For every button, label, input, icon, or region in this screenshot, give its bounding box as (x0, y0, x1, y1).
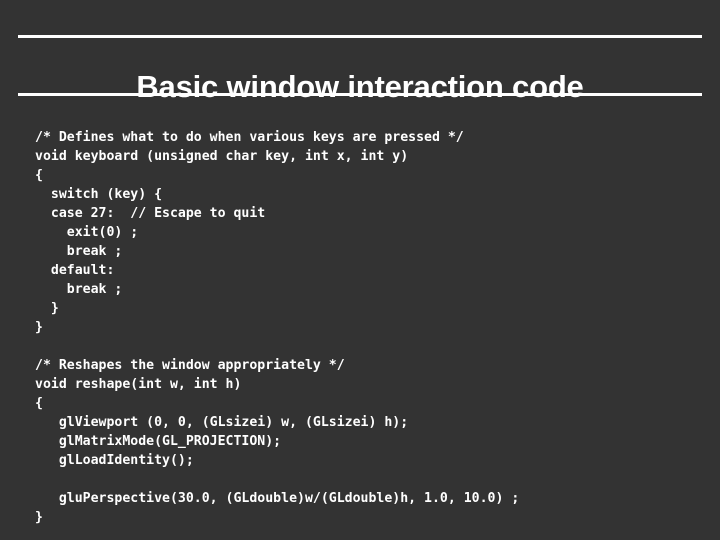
code-listing: /* Defines what to do when various keys … (35, 128, 705, 527)
code-line: glViewport (0, 0, (GLsizei) w, (GLsizei)… (35, 415, 409, 431)
page-title: Basic window interaction code (136, 68, 584, 104)
code-line: /* Reshapes the window appropriately */ (35, 358, 345, 374)
code-line: /* Defines what to do when various keys … (35, 130, 464, 146)
code-line: { (35, 168, 43, 184)
code-line: case 27: // Escape to quit (35, 206, 266, 222)
code-line: glLoadIdentity(); (35, 453, 194, 469)
code-line-blank (35, 470, 705, 489)
code-line: void keyboard (unsigned char key, int x,… (35, 149, 409, 165)
title-rule-bottom (18, 93, 702, 96)
code-line: } (35, 320, 43, 336)
code-line-blank (35, 337, 705, 356)
code-line: { (35, 396, 43, 412)
code-line: exit(0) ; (35, 225, 139, 241)
code-line: default: (35, 263, 115, 279)
code-line: gluPerspective(30.0, (GLdouble)w/(GLdoub… (35, 491, 520, 507)
title-rule-top (18, 35, 702, 38)
code-line: switch (key) { (35, 187, 163, 203)
code-line: } (35, 301, 59, 317)
code-line: void reshape(int w, int h) (35, 377, 242, 393)
code-line: break ; (35, 244, 123, 260)
code-line: break ; (35, 282, 123, 298)
code-line: } (35, 510, 43, 526)
code-line: glMatrixMode(GL_PROJECTION); (35, 434, 282, 450)
